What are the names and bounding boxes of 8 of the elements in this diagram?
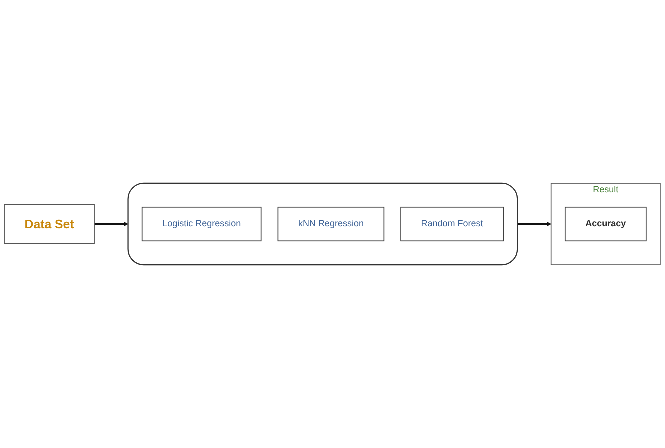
arrow [94, 222, 128, 226]
node-box: Logistic Regression [142, 206, 262, 242]
node-box: Random Forest [400, 206, 504, 242]
node-box: Accuracy [564, 206, 647, 242]
arrow [518, 222, 552, 226]
node-box: kNN Regression [278, 206, 385, 242]
cluster [128, 182, 518, 266]
node-box: Data Set [4, 204, 95, 244]
